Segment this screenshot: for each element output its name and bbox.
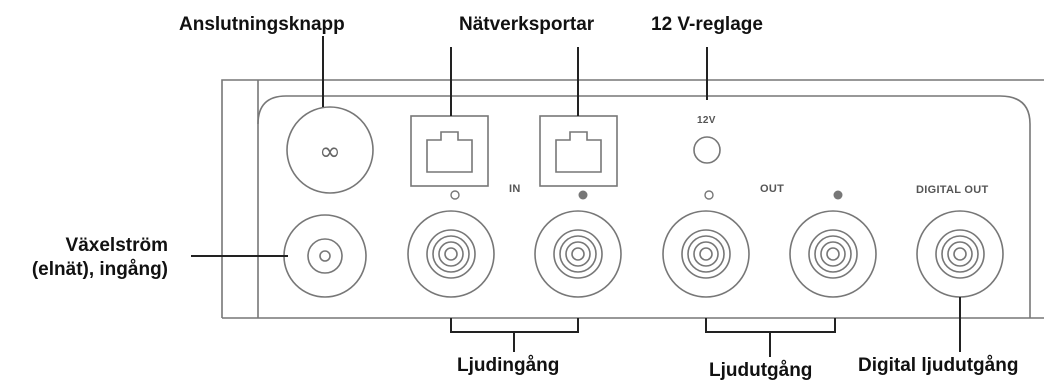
ac-power-port (283, 214, 367, 298)
ac-power-label-line1: Växelström (65, 235, 168, 256)
trigger-12v-jack (693, 136, 721, 164)
connect-button: ∞ (286, 106, 374, 194)
ac-power-label-line2: (elnät), ingång) (31, 259, 168, 280)
connect-button-label: Anslutningsknapp (179, 14, 345, 35)
ethernet-port-2 (539, 115, 618, 187)
rca-jack-in-left (407, 210, 495, 298)
rca-jack-digital-out (916, 210, 1004, 298)
infinity-icon: ∞ (319, 137, 341, 167)
rca-jack-out-left (662, 210, 750, 298)
rca-jack-out-right (789, 210, 877, 298)
audio-in-label: Ljudingång (457, 355, 560, 376)
panel-label-out: OUT (760, 183, 785, 195)
left-channel-indicator-in (450, 190, 460, 200)
right-channel-indicator-in (578, 190, 588, 200)
leader-lines (191, 36, 961, 357)
right-channel-indicator-out (833, 190, 843, 200)
digital-out-label: Digital ljudutgång (858, 355, 1019, 376)
network-ports-label: Nätverksportar (459, 14, 595, 35)
audio-out-label: Ljudutgång (709, 360, 813, 381)
panel-label-in: IN (509, 183, 521, 195)
panel-label-digital-out: DIGITAL OUT (916, 184, 989, 196)
ethernet-port-1 (410, 115, 489, 187)
left-channel-indicator-out (704, 190, 714, 200)
rca-jack-in-right (534, 210, 622, 298)
device-body (221, 79, 1044, 319)
trigger-12v-label: 12 V-reglage (651, 14, 763, 35)
panel-label-12v: 12V (697, 115, 716, 126)
